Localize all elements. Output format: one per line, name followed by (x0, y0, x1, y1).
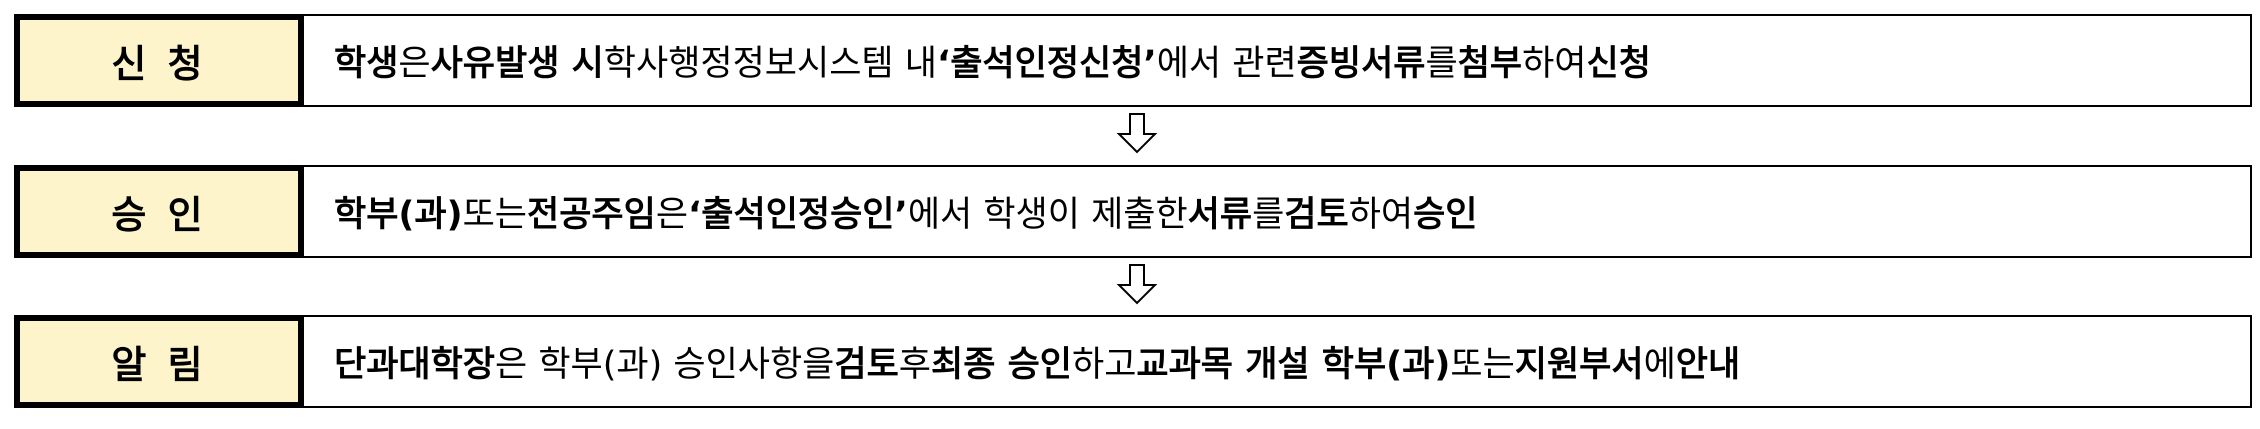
emphasis-text: 증빙서류 (1296, 44, 1426, 84)
step-label: 신 청 (14, 14, 304, 107)
emphasis-text: 단과대학장 (334, 345, 496, 385)
down-arrow-icon (1116, 264, 1158, 305)
step-label: 알 림 (14, 315, 304, 408)
body-text: 은 (398, 44, 431, 84)
emphasis-text: 사유발생 시 (430, 44, 604, 84)
body-text: 에 (1643, 345, 1676, 385)
emphasis-text: 검토 (1284, 195, 1349, 235)
body-text: 를 (1252, 195, 1285, 235)
body-text: 또는 (1450, 345, 1515, 385)
emphasis-text: 학부(과) (334, 195, 463, 235)
body-text: 하고 (1072, 345, 1137, 385)
down-arrow-icon (1116, 113, 1158, 154)
emphasis-text: 서류 (1187, 195, 1253, 235)
emphasis-text: 승인 (1413, 195, 1478, 235)
body-text: 은 학부(과) 승인사항을 (495, 345, 835, 385)
emphasis-text: ‘출석인정신청’ (936, 44, 1157, 84)
body-text: 은 (655, 195, 689, 235)
emphasis-text: 전공주임 (527, 195, 656, 235)
emphasis-text: 첨부 (1457, 44, 1523, 84)
emphasis-text: 최종 승인 (931, 345, 1072, 385)
body-text: 후 (898, 345, 931, 385)
emphasis-text: 신청 (1586, 44, 1651, 84)
body-text: 하여 (1522, 44, 1587, 84)
body-text: 하여 (1348, 195, 1414, 235)
body-text: 를 (1425, 44, 1458, 84)
emphasis-text: 지원부서 (1514, 345, 1644, 385)
emphasis-text: 안내 (1675, 345, 1741, 385)
emphasis-text: 교과목 개설 학부(과) (1136, 345, 1451, 385)
body-text: 에서 관련 (1156, 44, 1297, 84)
step-label: 승 인 (14, 165, 304, 258)
emphasis-text: 학생 (334, 44, 399, 84)
body-text: 학사행정정보시스템 내 (603, 44, 937, 84)
body-text: 에서 학생이 제출한 (907, 195, 1188, 235)
emphasis-text: 검토 (834, 345, 899, 385)
emphasis-text: ‘출석인정승인’ (688, 195, 908, 235)
body-text: 또는 (462, 195, 527, 235)
